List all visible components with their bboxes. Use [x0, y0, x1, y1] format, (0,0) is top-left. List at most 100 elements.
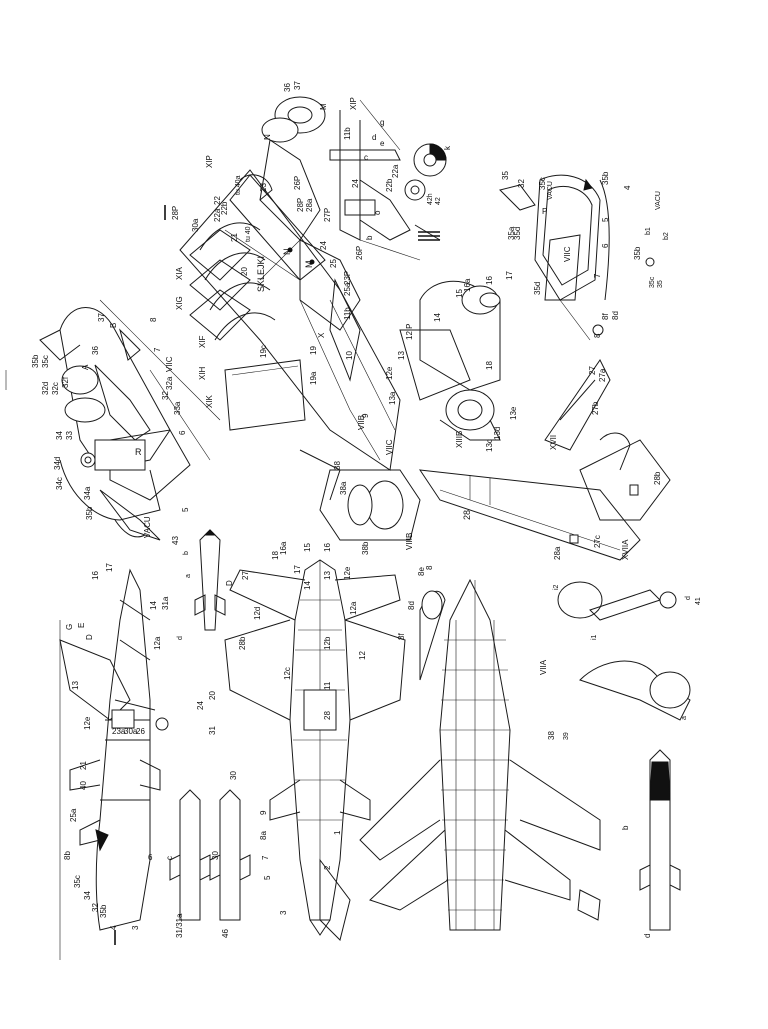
label-mis-8c: 39 — [563, 732, 570, 740]
label-side-9: 40 — [79, 781, 88, 790]
label-9: 9 — [361, 413, 370, 418]
label-top-13: 13 — [323, 571, 332, 580]
label-top-28b: 28b — [238, 636, 247, 650]
label-top-31a: 24 — [196, 701, 205, 710]
canopy-drawing: 35 32 35c VACU 35b P 35a 35d 4 5 6 7 8 3… — [499, 171, 670, 341]
label-top-16: 16 — [323, 543, 332, 552]
label-side-1a: 3 — [131, 925, 140, 930]
label-fins-VIIC: VIIC — [385, 439, 394, 455]
label-top-D: D — [225, 580, 234, 586]
label-mis-41b: d — [685, 596, 692, 600]
label-mis-30a: 30 — [211, 851, 220, 860]
label-top-1: 3 — [279, 910, 288, 915]
label-canopy-35-r: 35 — [657, 280, 664, 288]
label-canopy-VACU-r: VACU — [655, 191, 662, 210]
label-intake-13c: 13c — [485, 439, 494, 452]
label-tail-27a: 27a — [598, 368, 607, 382]
label-5: 5 — [181, 507, 190, 512]
label-mis-45: 46 — [221, 929, 230, 938]
label-gear-23P: b — [365, 235, 374, 240]
intake-drawing: 16a 16 17 15 14 13 12e 12 P 13a 13c 13d … — [385, 271, 518, 452]
label-bot-8f: 8f — [397, 633, 406, 640]
label-XIG: XIG — [175, 296, 184, 310]
label-mis-41: a — [681, 716, 688, 720]
label-20: 20 — [240, 267, 249, 276]
label-fins-38: 38 — [333, 461, 342, 470]
label-gear-24: 24 — [351, 179, 360, 188]
label-mis-b: b — [183, 551, 190, 555]
label-top-19: 30 — [229, 771, 238, 780]
label-22a: 22a — [213, 208, 222, 222]
label-tail-28b: 28b — [653, 471, 662, 485]
label-19c: 19c — [259, 345, 268, 358]
label-intake-16: 16 — [485, 276, 494, 285]
label-side-35c: 8b — [63, 851, 72, 860]
label-XIK: XIK — [205, 394, 214, 408]
label-28a: 28a — [305, 198, 314, 212]
label-top-14: 14 — [303, 581, 312, 590]
label-intake-18: 18 — [485, 361, 494, 370]
label-25: 25 — [329, 259, 338, 268]
label-fins-VIIIB: VIIIB — [405, 533, 414, 550]
label-intake-13d: 13d — [493, 427, 502, 440]
label-23: 23 — [259, 183, 268, 192]
label-A: A — [81, 364, 90, 370]
label-bot-8: 8 — [425, 565, 434, 570]
label-gear-26P: o — [373, 210, 382, 215]
label-N: N — [282, 249, 292, 256]
label-side-12a: 14 — [149, 601, 158, 610]
label-XIP: XIP — [205, 155, 214, 168]
label-canopy-35d: 35d — [513, 227, 522, 240]
label-side-12b: 12a — [153, 636, 162, 650]
label-mis-46: 31/31a — [175, 913, 184, 938]
label-gear-40a: 27P — [323, 208, 332, 222]
label-canopy-8f: 8f — [601, 313, 610, 320]
label-top-11b: 11 — [323, 681, 332, 690]
label-10: 10 — [345, 351, 354, 360]
cockpit-tub-drawing: 35b 35c 37 B 36 A 32d 32c 32f 32a VIIC 3… — [31, 299, 221, 541]
label-side-16: 16 — [91, 571, 100, 580]
label-canopy-35c-r: 35c — [649, 276, 656, 288]
label-35b-low: 35b — [85, 506, 94, 520]
label-intake-12e: 12e — [385, 366, 394, 380]
label-intake-15: 15 — [455, 289, 464, 298]
label-intake-14: 14 — [433, 313, 442, 322]
label-34a: 34a — [83, 486, 92, 500]
label-22b: 22b — [220, 201, 229, 215]
label-mis-38a: i2 — [553, 584, 560, 590]
label-canopy-5: 5 — [601, 217, 610, 222]
label-tail-27: 27 — [588, 366, 597, 375]
label-top-15: 15 — [303, 543, 312, 552]
label-X: X — [317, 332, 326, 338]
label-mis-31-31a: 31a — [161, 596, 170, 610]
label-gear-4: M — [319, 103, 328, 110]
label-side-E: E — [77, 623, 86, 628]
label-XIA: XIA — [175, 266, 184, 280]
label-canopy-b1: b1 — [645, 227, 652, 235]
label-26P: 26P — [293, 176, 302, 190]
label-intake-12P: 12 P — [405, 324, 414, 340]
label-canopy-35b: 35b — [601, 171, 610, 185]
label-tail-28a: 28a — [553, 546, 562, 560]
label-R: R — [135, 447, 142, 457]
fuselage-parts-drawing: 22 30a 22a 22b 21 20 XIA XIG XIF XIH XIK… — [164, 139, 421, 541]
label-VIIC: VIIC — [165, 356, 174, 372]
label-canopy-VIIC: VIIC — [563, 246, 572, 262]
label-gear-e: e — [380, 139, 385, 148]
label-mis-29-29a: b — [621, 825, 630, 830]
label-33a: 33a — [173, 401, 182, 415]
label-side-D: D — [85, 634, 94, 640]
label-mis-43: 43 — [171, 536, 180, 545]
label-side-28: 13 — [71, 681, 80, 690]
label-bot-VIIA: VIIA — [539, 659, 548, 675]
label-bot-8d: 8d — [407, 601, 416, 610]
label-top-12e: 12e — [343, 566, 352, 580]
label-mis-a: a — [185, 574, 192, 578]
label-side-1: 4 — [109, 925, 118, 930]
label-gear-27P: 23P — [343, 271, 352, 285]
label-XIF: XIF — [198, 335, 207, 348]
label-top-5: 7 — [261, 855, 270, 860]
label-side-4: 34 — [83, 891, 92, 900]
label-canopy-VACU: VACU — [547, 181, 554, 200]
